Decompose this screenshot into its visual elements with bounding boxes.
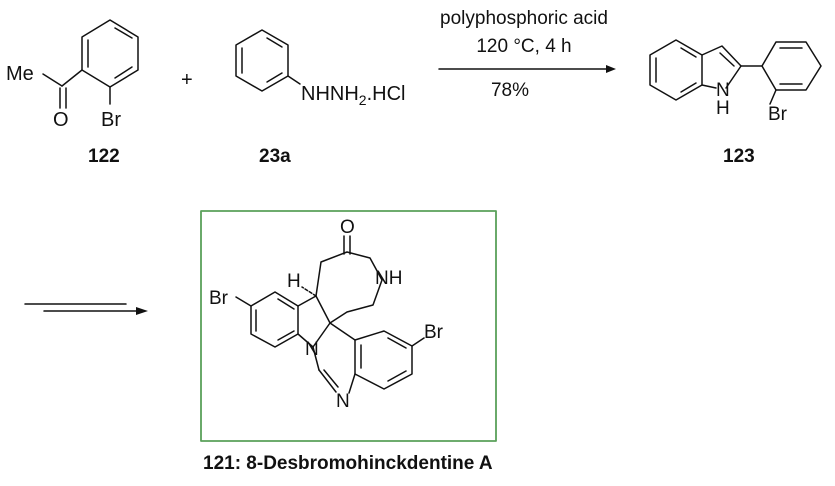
compound-122-me-label: Me bbox=[6, 63, 34, 85]
compound-123-br-label: Br bbox=[768, 104, 788, 125]
reaction-arrow-1 bbox=[438, 65, 616, 73]
compound-123-number: 123 bbox=[723, 146, 755, 167]
multistep-arrow bbox=[24, 303, 148, 315]
compound-121-br-right-label: Br bbox=[424, 322, 444, 343]
compound-23a-ring bbox=[235, 29, 289, 92]
condition-reagent: polyphosphoric acid bbox=[440, 8, 608, 29]
compound-122-br-label: Br bbox=[101, 109, 121, 131]
compound-121-nh-label: NH bbox=[375, 268, 402, 289]
compound-121-benzo-ring bbox=[250, 291, 299, 348]
condition-yield: 78% bbox=[491, 80, 529, 101]
compound-122-ring bbox=[81, 19, 139, 88]
compound-121-caption: 121: 8-Desbromohinckdentine A bbox=[203, 453, 493, 474]
compound-121-n-indole-label: N bbox=[305, 339, 319, 360]
compound-121-n-imine-label: N bbox=[336, 391, 350, 412]
compound-123-n-label: N bbox=[716, 80, 730, 101]
compound-121-frame bbox=[200, 210, 497, 442]
compound-122-o-label: O bbox=[53, 109, 69, 131]
compound-123-aryl-ring bbox=[761, 41, 822, 91]
compound-123: N H Br 123 bbox=[649, 39, 822, 167]
compound-123-benzo-ring bbox=[649, 39, 703, 101]
condition-temp-time: 120 °C, 4 h bbox=[476, 36, 571, 57]
compound-23a-reagent: NHNH2.HCl bbox=[301, 83, 405, 108]
compound-123-h-label: H bbox=[716, 98, 730, 119]
compound-122-number: 122 bbox=[88, 146, 120, 167]
compound-121-br-left-label: Br bbox=[209, 288, 229, 309]
compound-122: Me O Br 122 bbox=[6, 19, 139, 167]
plus-sign: + bbox=[181, 69, 193, 91]
compound-23a: NHNH2.HCl 23a bbox=[235, 29, 405, 167]
compound-121-o-label: O bbox=[340, 217, 355, 238]
compound-23a-number: 23a bbox=[259, 146, 291, 167]
compound-121-aryl-ring bbox=[354, 330, 413, 390]
compound-121-h-label: H bbox=[287, 271, 301, 292]
compound-121: O NH H Br Br N N bbox=[209, 217, 444, 412]
